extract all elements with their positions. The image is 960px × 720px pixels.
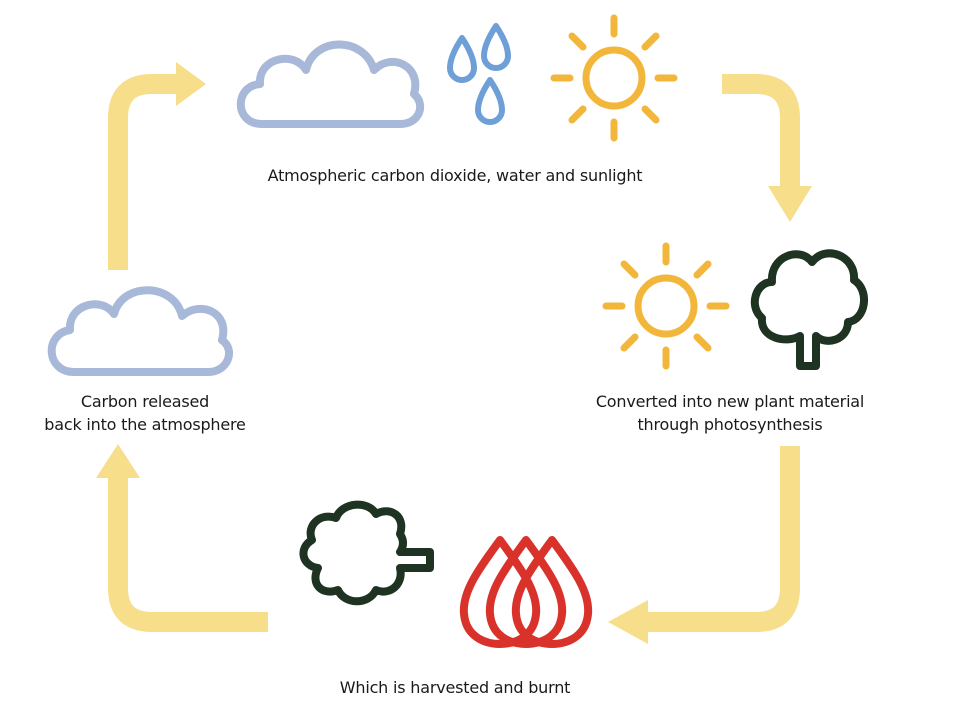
cloud-icon: [236, 40, 425, 128]
stage-label-atmosphere: Atmospheric carbon dioxide, water and su…: [267, 166, 643, 185]
stage-label-line: through photosynthesis: [637, 415, 823, 434]
stage-label-photosynthesis: Converted into new plant material throug…: [575, 390, 885, 436]
flames-icon: [459, 536, 593, 648]
tree-icon: [750, 249, 868, 370]
sun-icon: [606, 246, 726, 366]
stage-label-burning: Which is harvested and burnt: [339, 678, 571, 697]
stage-label-line: Converted into new plant material: [595, 392, 865, 411]
arrow-release-to-atmosphere: [108, 62, 206, 270]
felled-tree-icon: [299, 500, 434, 606]
sun-icon: [554, 18, 674, 138]
cloud-icon: [47, 286, 233, 376]
stage-label-line: back into the atmosphere: [44, 415, 246, 434]
arrow-atmosphere-to-photosynthesis: [722, 74, 812, 222]
stage-label-line: Carbon released: [80, 392, 210, 411]
arrow-burning-to-release: [96, 444, 268, 632]
stage-label-release: Carbon released back into the atmosphere: [20, 390, 270, 436]
water-drops-icon: [447, 23, 511, 125]
cycle-arrows: [96, 62, 812, 644]
arrow-photosynthesis-to-burning: [608, 446, 800, 644]
